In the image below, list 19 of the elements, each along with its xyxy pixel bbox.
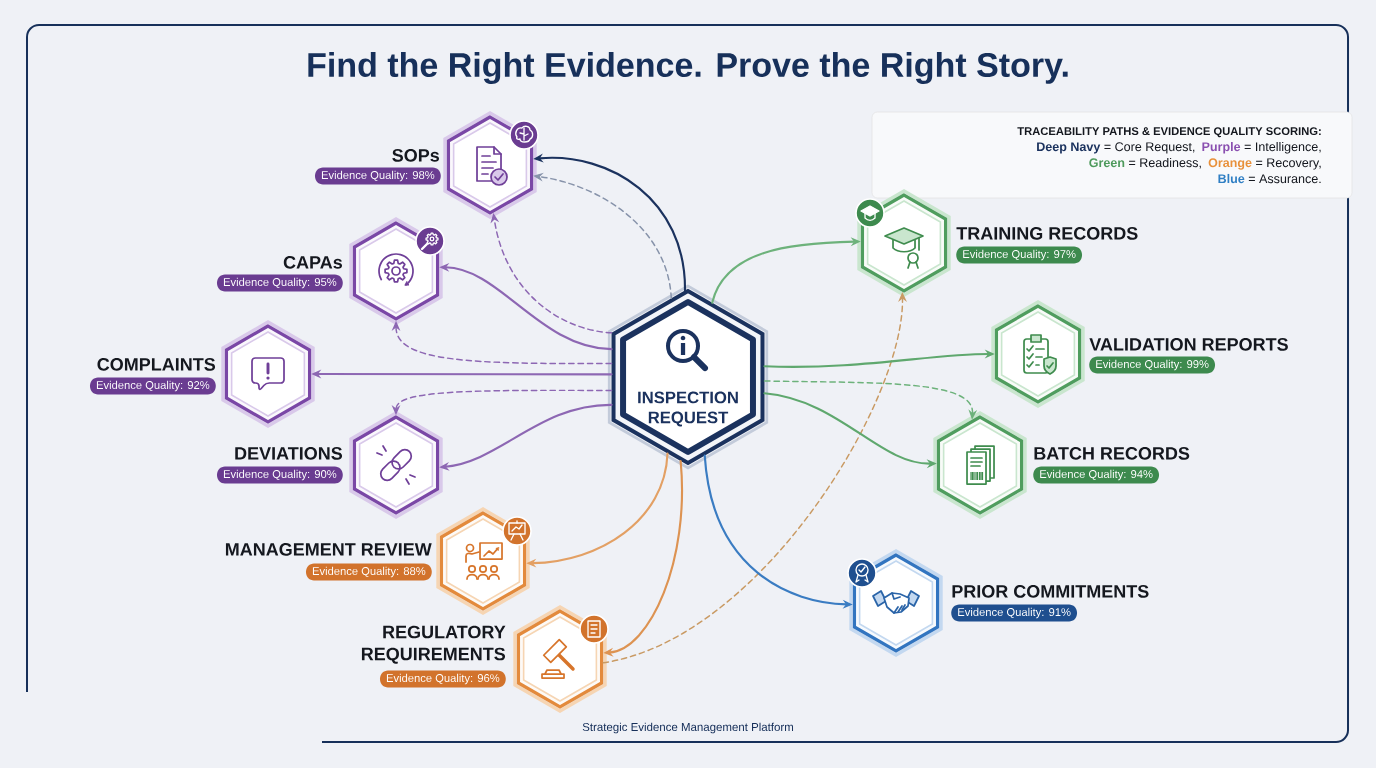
- node-title: BATCH RECORDS: [1034, 447, 1190, 460]
- title: Find the Right Evidence. Prove the Right Story.: [308, 52, 1068, 84]
- legend-entry: Green = Readiness,: [1089, 157, 1201, 169]
- footer-text: Strategic Evidence Management Platform: [582, 722, 793, 734]
- legend-entry: Orange = Recovery,: [1208, 158, 1321, 170]
- node-title: COMPLAINTS: [97, 358, 216, 371]
- node-title: CAPAs: [283, 256, 342, 269]
- legend-entry: Deep Navy = Core Request,: [1037, 142, 1195, 154]
- node-title: TRAINING RECORDS: [956, 227, 1138, 240]
- legend-entry: Purple = Intelligence,: [1202, 141, 1321, 154]
- node-title: PRIOR COMMITMENTS: [952, 585, 1149, 598]
- legend-heading: TRACEABILITY PATHS & EVIDENCE QUALITY SCORING:: [1017, 127, 1321, 138]
- node-title: SOPs: [392, 149, 439, 162]
- node-title: VALIDATION REPORTS: [1089, 338, 1288, 351]
- node-title: REGULATORY REQUIREMENTS: [361, 625, 506, 664]
- node-title: INSPECTION REQUEST: [638, 391, 738, 427]
- node-title: DEVIATIONS: [235, 447, 343, 460]
- legend-entry: Blue = Assurance.: [1218, 173, 1321, 184]
- node-title: MANAGEMENT REVIEW: [225, 543, 432, 556]
